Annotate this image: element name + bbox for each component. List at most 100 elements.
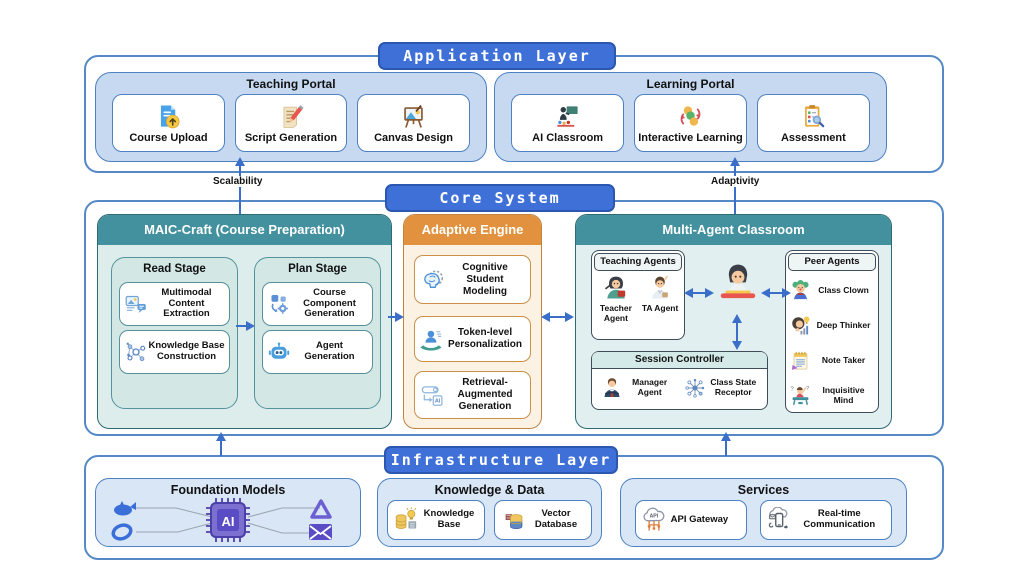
card-course-upload: Course Upload bbox=[112, 94, 225, 152]
teaching-portal-title: Teaching Portal bbox=[246, 77, 336, 91]
session-controller-title: Session Controller bbox=[592, 352, 767, 369]
card-realtime-communication: Real-time Communication bbox=[760, 500, 893, 540]
card-label: Retrieval-Augmented Generation bbox=[457, 377, 513, 412]
teacher-agent: Teacher Agent bbox=[596, 274, 636, 324]
plan-stage-title: Plan Stage bbox=[288, 263, 347, 275]
card-vector-database: Vector Database bbox=[494, 500, 592, 540]
ta-agent: TA Agent bbox=[640, 274, 680, 324]
card-label: Real-time Communication bbox=[803, 508, 876, 530]
application-layer-title: Application Layer bbox=[378, 42, 616, 70]
brain-icon bbox=[420, 267, 445, 292]
card-knowledge-base: Knowledge Base bbox=[387, 500, 485, 540]
plan-stage-box: Plan Stage Course Component Generation A… bbox=[254, 257, 381, 409]
svg-text:AI: AI bbox=[435, 398, 441, 404]
card-canvas-design: Canvas Design bbox=[357, 94, 470, 152]
card-cognitive-modeling: Cognitive Student Modeling bbox=[414, 255, 531, 304]
card-label: Course Upload bbox=[129, 131, 208, 144]
maic-craft-title: MAIC-Craft (Course Preparation) bbox=[98, 215, 391, 245]
interactive-learning-icon bbox=[677, 103, 704, 130]
robot-icon bbox=[267, 340, 291, 364]
learning-portal-title: Learning Portal bbox=[646, 77, 735, 91]
manager-icon bbox=[600, 376, 624, 400]
card-ai-classroom: AI Classroom bbox=[511, 94, 625, 152]
card-script-generation: Script Generation bbox=[234, 94, 348, 152]
agent-label: Class State Receptor bbox=[710, 377, 757, 397]
knowledge-data-title: Knowledge & Data bbox=[434, 483, 545, 497]
teaching-agents-title: Teaching Agents bbox=[594, 253, 682, 271]
card-interactive-learning: Interactive Learning bbox=[633, 94, 748, 152]
peer-note-taker: Note Taker bbox=[786, 343, 878, 378]
peer-class-clown: Class Clown bbox=[786, 273, 878, 308]
peer-deep-thinker: Deep Thinker bbox=[786, 308, 878, 343]
clown-icon bbox=[789, 279, 812, 302]
scalability-label: Scalability bbox=[210, 176, 266, 187]
card-agent-generation: Agent Generation bbox=[262, 330, 373, 374]
student-at-desk-icon bbox=[715, 262, 761, 304]
teaching-agents-box: Teaching Agents Teacher Agent TA Agent bbox=[591, 250, 685, 340]
peer-inquisitive-mind: ?? Inquisitive Mind bbox=[786, 378, 878, 413]
agent-label: Class Clown bbox=[818, 284, 869, 295]
core-system-title: Core System bbox=[385, 184, 615, 212]
services-title: Services bbox=[737, 483, 790, 497]
ai-chip-icon: AI bbox=[206, 498, 250, 542]
raised-hand-icon: ?? bbox=[789, 384, 812, 407]
read-stage-box: Read Stage Multimodal Content Extraction… bbox=[111, 257, 238, 409]
card-label: Assessment bbox=[780, 131, 846, 144]
api-gateway-icon: API bbox=[641, 507, 667, 533]
canvas-design-icon bbox=[400, 103, 427, 130]
card-label: Interactive Learning bbox=[638, 131, 743, 144]
peer-agents-box: Peer Agents Class Clown Deep Thinker Not… bbox=[785, 250, 879, 413]
card-component-generation: Course Component Generation bbox=[262, 282, 373, 326]
svg-text:?: ? bbox=[806, 386, 809, 392]
card-label: Canvas Design bbox=[374, 131, 453, 144]
session-controller-box: Session Controller Manager Agent Class S… bbox=[591, 351, 768, 410]
thinker-icon bbox=[789, 314, 812, 337]
component-generation-icon bbox=[267, 292, 291, 316]
adaptive-engine-title: Adaptive Engine bbox=[404, 215, 541, 245]
peer-agents-title: Peer Agents bbox=[788, 253, 876, 271]
card-label: Script Generation bbox=[244, 131, 338, 144]
adaptivity-label: Adaptivity bbox=[708, 176, 763, 187]
foundation-models-title: Foundation Models bbox=[170, 483, 286, 497]
card-label: API Gateway bbox=[670, 513, 729, 525]
mail-model-icon bbox=[309, 524, 332, 540]
multi-agent-classroom-title: Multi-Agent Classroom bbox=[576, 215, 891, 245]
rag-icon: AI bbox=[420, 383, 445, 408]
agent-label: Inquisitive Mind bbox=[822, 384, 865, 405]
ta-icon bbox=[646, 274, 674, 302]
multi-agent-classroom-block: Multi-Agent Classroom Teaching Agents Te… bbox=[575, 214, 892, 429]
foundation-models-graphic: AI bbox=[111, 498, 332, 542]
foundation-models-box: Foundation Models AI bbox=[95, 478, 361, 547]
learning-portal: Learning Portal AI Classroom Interactive… bbox=[494, 72, 887, 162]
card-label: Knowledge Base Construction bbox=[148, 340, 225, 362]
vector-database-icon bbox=[500, 507, 526, 533]
read-stage-title: Read Stage bbox=[143, 263, 206, 275]
personalization-icon bbox=[420, 327, 445, 352]
card-label: Multimodal Content Extraction bbox=[161, 286, 212, 320]
teacher-icon bbox=[602, 274, 630, 302]
whale-model-icon bbox=[114, 501, 136, 516]
teaching-portal: Teaching Portal Course Upload Script Gen… bbox=[95, 72, 487, 162]
card-token-personalization: Token-level Personalization bbox=[414, 316, 531, 362]
agent-label: Teacher Agent bbox=[599, 303, 632, 323]
agent-label: Note Taker bbox=[821, 354, 866, 365]
card-label: Course Component Generation bbox=[303, 286, 356, 320]
ring-model-icon bbox=[111, 523, 133, 541]
ai-classroom-icon bbox=[554, 103, 581, 130]
realtime-communication-icon bbox=[766, 507, 792, 533]
script-generation-icon bbox=[278, 103, 305, 130]
assessment-icon bbox=[800, 103, 827, 130]
card-label: AI Classroom bbox=[532, 131, 604, 144]
course-upload-icon bbox=[155, 103, 182, 130]
multimodal-extraction-icon bbox=[124, 292, 148, 316]
card-assessment: Assessment bbox=[756, 94, 870, 152]
manager-agent: Manager Agent bbox=[600, 376, 676, 400]
atom-icon bbox=[683, 376, 707, 400]
agent-label: Manager Agent bbox=[632, 377, 668, 397]
services-box: Services API API Gateway Real-time Commu… bbox=[620, 478, 907, 547]
card-label: Knowledge Base bbox=[423, 508, 475, 530]
knowledge-base-icon bbox=[393, 507, 419, 533]
card-multimodal-extraction: Multimodal Content Extraction bbox=[119, 282, 230, 326]
card-label: Agent Generation bbox=[304, 340, 355, 362]
svg-text:?: ? bbox=[790, 386, 793, 392]
